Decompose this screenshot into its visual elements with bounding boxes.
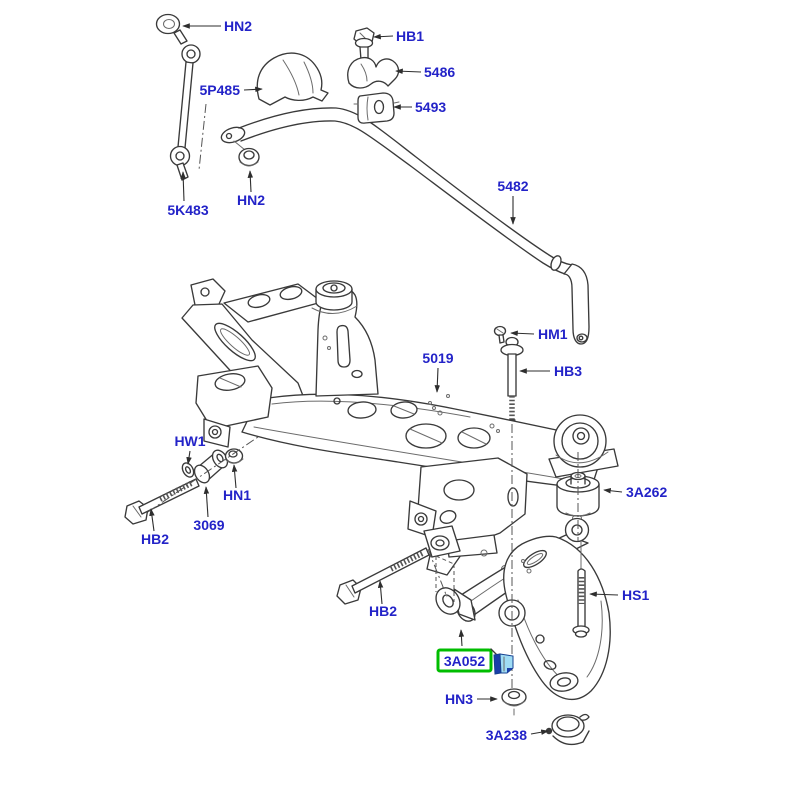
callout-hs1[interactable]: HS1: [622, 587, 649, 603]
callout-5p485[interactable]: 5P485: [200, 82, 241, 98]
callout-5493[interactable]: 5493: [415, 99, 446, 115]
part-bushing-3069: [193, 449, 229, 484]
callout-hn2-mid[interactable]: HN2: [237, 192, 265, 208]
part-bolt-hb3: [500, 336, 524, 421]
callout-hb2-left[interactable]: HB2: [141, 531, 169, 547]
callout-5k483[interactable]: 5K483: [167, 202, 208, 218]
callout-hb3[interactable]: HB3: [554, 363, 582, 379]
part-bolt-hm1: [493, 325, 507, 344]
callout-3069[interactable]: 3069: [193, 517, 224, 533]
part-stabilizer-bar-5482: [220, 107, 590, 345]
callout-5019[interactable]: 5019: [422, 350, 453, 366]
callout-3a238[interactable]: 3A238: [486, 727, 527, 743]
selected-callout-label[interactable]: 3A052: [444, 653, 485, 669]
part-stabilizer-link-5k483: [155, 13, 201, 181]
callout-5482[interactable]: 5482: [497, 178, 528, 194]
part-bolt-hb1: [353, 27, 375, 74]
part-nut-hn1: [224, 448, 244, 464]
callout-5486[interactable]: 5486: [424, 64, 455, 80]
callout-3a262[interactable]: 3A262: [626, 484, 667, 500]
part-clamp-5486: [347, 56, 400, 89]
part-nut-hn3: [501, 688, 527, 716]
part-stud-hs1: [572, 540, 590, 638]
callout-hb2-bottom[interactable]: HB2: [369, 603, 397, 619]
part-cover-5p485: [256, 52, 329, 106]
alignment-lines: [147, 103, 579, 688]
part-bolt-hb2-bottom: [336, 547, 430, 605]
part-nut-hn2-mid: [238, 147, 260, 167]
callout-hn1[interactable]: HN1: [223, 487, 251, 503]
leader-lines: [149, 23, 623, 735]
callout-hn2-top[interactable]: HN2: [224, 18, 252, 34]
highlight-box: [436, 648, 493, 673]
part-clamp-3a238: [545, 713, 590, 746]
part-bushing-5493: [353, 92, 400, 124]
callout-hb1[interactable]: HB1: [396, 28, 424, 44]
selected-callout-3a052[interactable]: 3A052: [436, 648, 493, 673]
callout-labels: HN2 HB1 5P485 5486 5493 HN2 5K483 5482 5…: [141, 18, 667, 743]
callout-hm1[interactable]: HM1: [538, 326, 568, 342]
part-bolt-hb2-left: [124, 478, 200, 525]
part-thumbnail-icon[interactable]: [490, 648, 514, 675]
callout-hn3[interactable]: HN3: [445, 691, 473, 707]
callout-hw1[interactable]: HW1: [174, 433, 205, 449]
part-washer-hw1: [181, 462, 195, 478]
part-subframe-5019: [181, 278, 619, 576]
